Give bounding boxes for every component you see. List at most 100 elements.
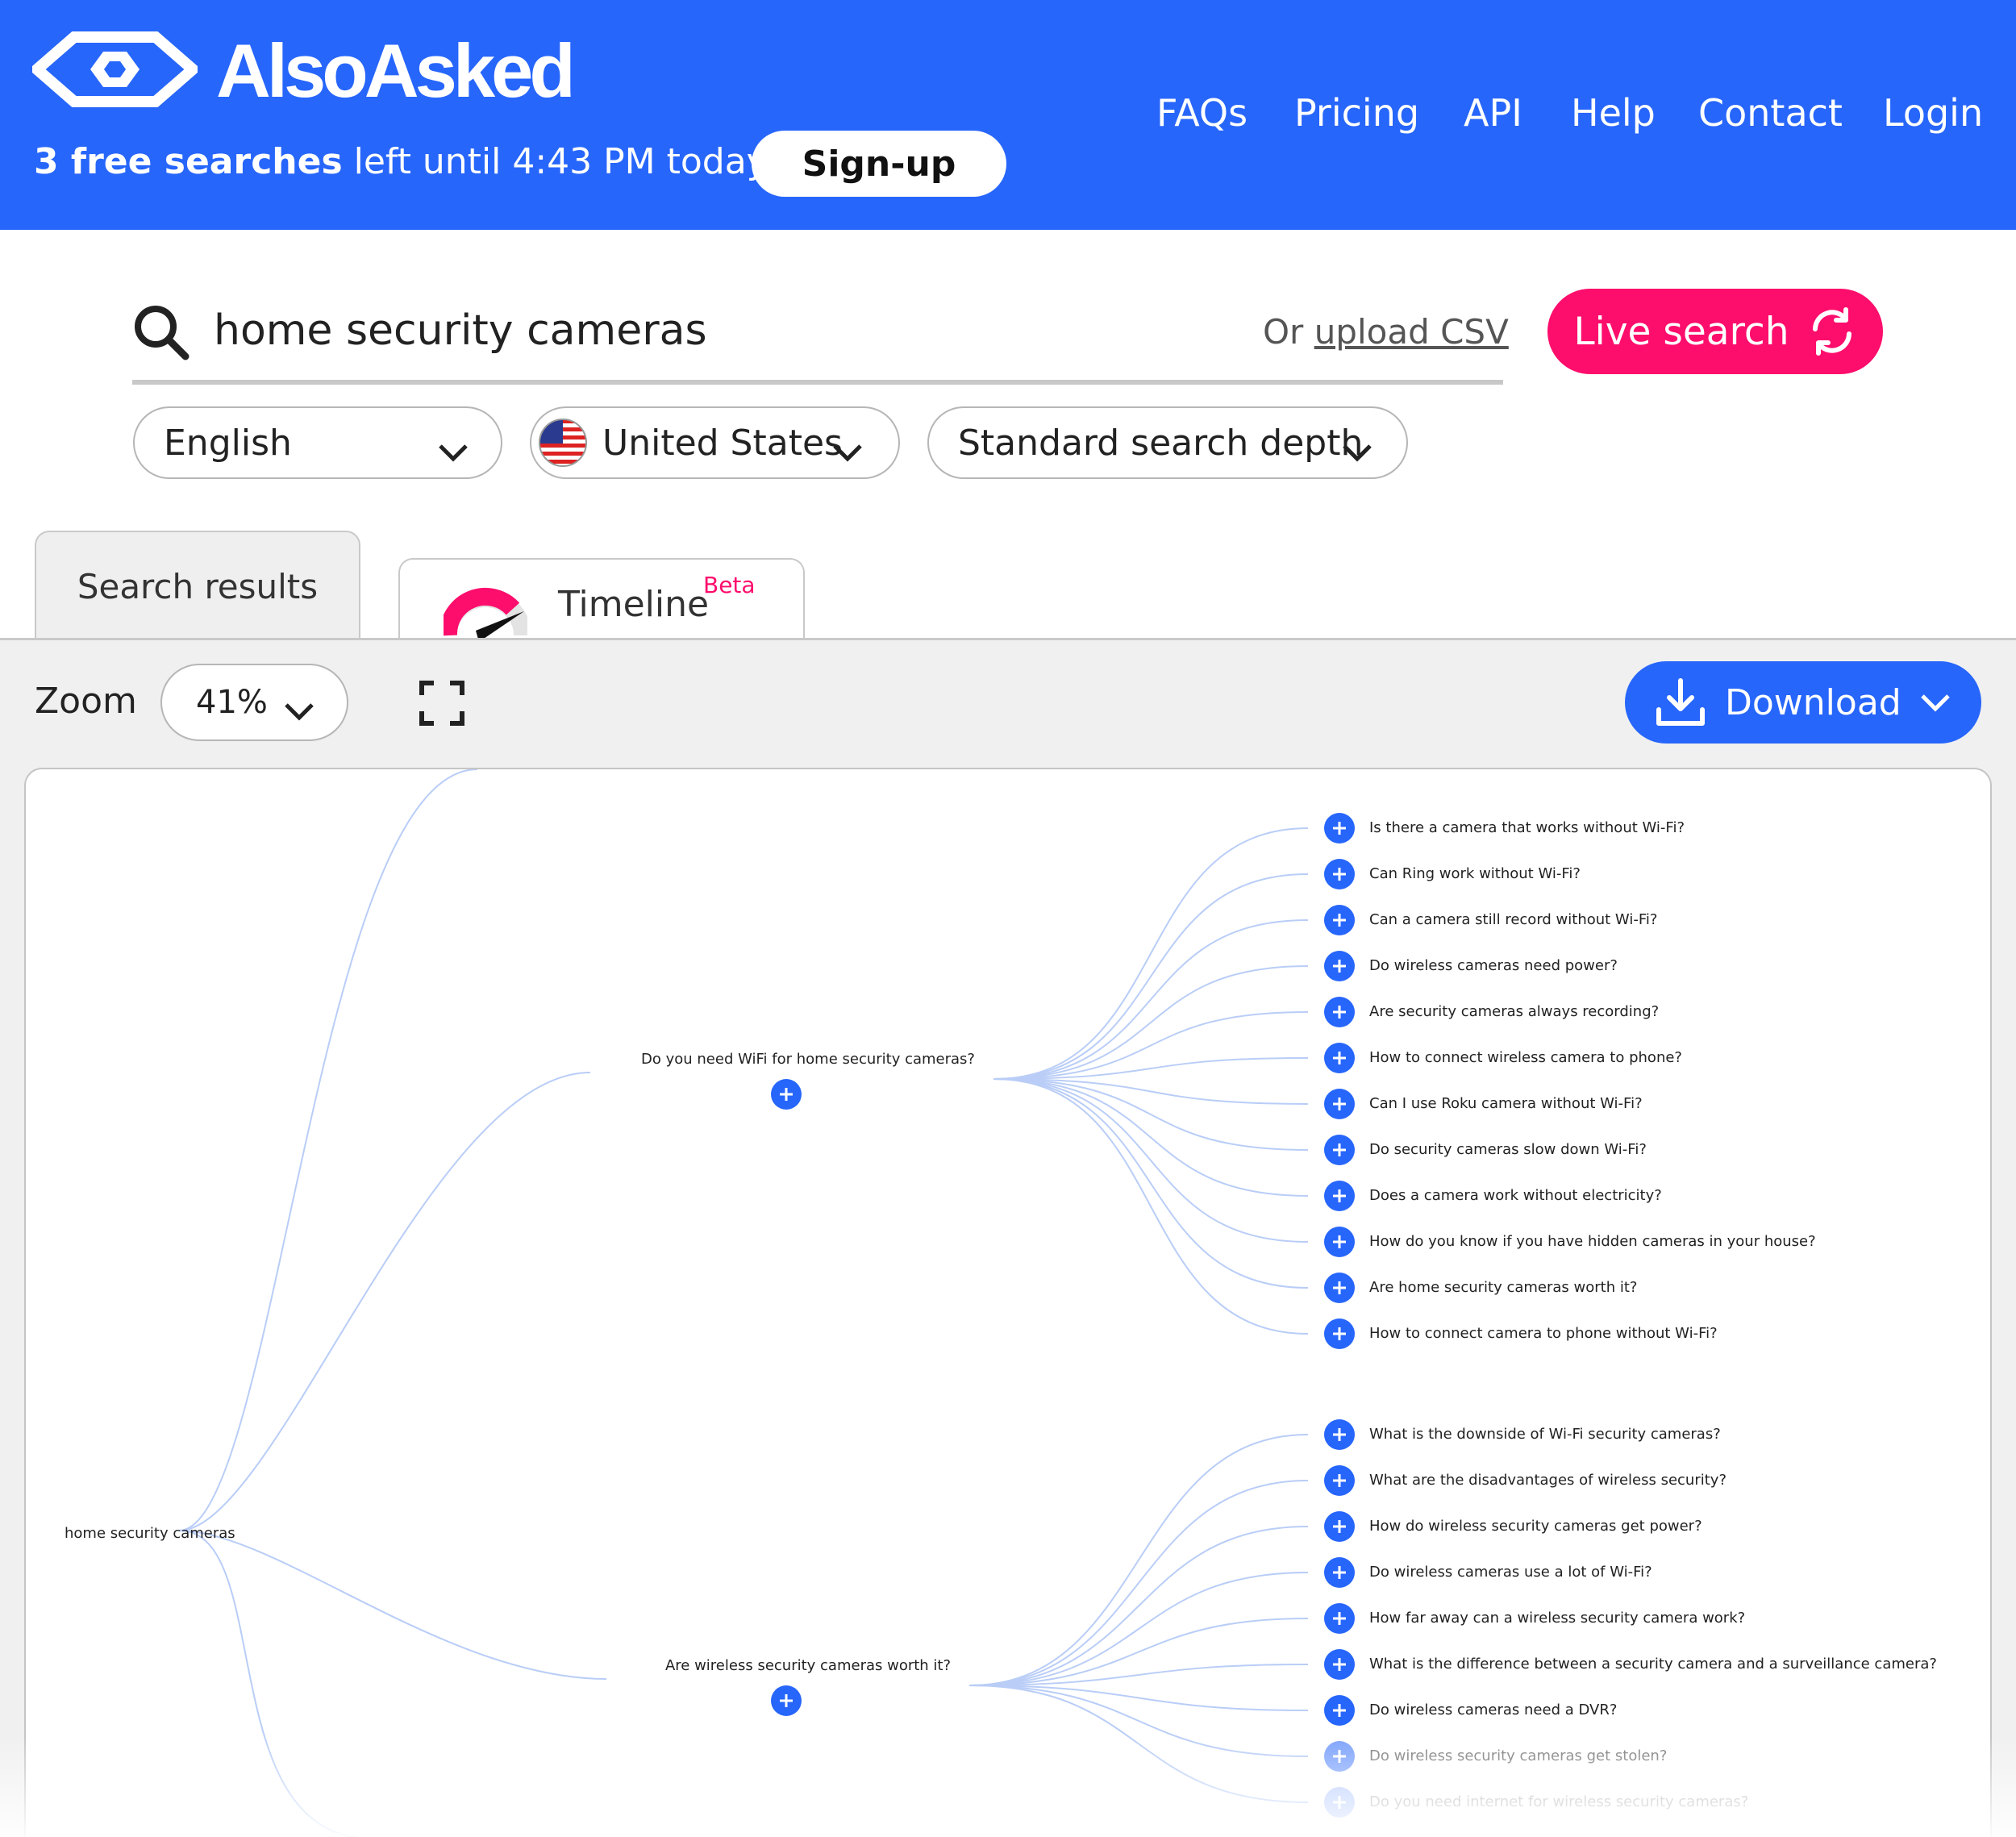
country-select[interactable]: United States xyxy=(530,406,900,479)
child-question-item[interactable]: Can a camera still record without Wi-Fi? xyxy=(1324,905,1657,935)
brand-name[interactable]: AlsoAsked xyxy=(216,28,576,113)
child-question-item[interactable]: Are security cameras always recording? xyxy=(1324,997,1659,1027)
question-map[interactable]: home security cameras Do you need WiFi f… xyxy=(24,768,1992,1837)
child-question-item[interactable]: Does a camera work without electricity? xyxy=(1324,1181,1662,1211)
search-depth-select[interactable]: Standard search depth xyxy=(927,406,1408,479)
plus-icon[interactable] xyxy=(1324,1318,1355,1349)
plus-icon[interactable] xyxy=(1324,1419,1355,1450)
plus-icon[interactable] xyxy=(1324,1741,1355,1772)
child-question-item[interactable]: What are the disadvantages of wireless s… xyxy=(1324,1465,1727,1496)
plus-icon[interactable] xyxy=(771,1685,802,1716)
child-question-label: Do security cameras slow down Wi-Fi? xyxy=(1369,1141,1647,1158)
search-depth-value: Standard search depth xyxy=(958,422,1364,464)
map-link xyxy=(968,1526,1309,1686)
free-searches-deadline: left until 4:43 PM today xyxy=(342,141,768,182)
live-search-button[interactable]: Live search xyxy=(1547,289,1883,374)
plus-icon[interactable] xyxy=(1324,1603,1355,1634)
nav-login[interactable]: Login xyxy=(1883,91,1984,135)
child-question-item[interactable]: Can I use Roku camera without Wi-Fi? xyxy=(1324,1089,1643,1119)
chevron-down-icon xyxy=(1342,431,1372,472)
child-question-item[interactable]: Is there a camera that works without Wi-… xyxy=(1324,813,1685,844)
plus-icon[interactable] xyxy=(1324,997,1355,1027)
map-link xyxy=(968,1434,1309,1686)
plus-icon[interactable] xyxy=(1324,951,1355,981)
logo-icon[interactable] xyxy=(28,31,202,108)
search-icon xyxy=(132,303,190,361)
map-link xyxy=(993,1078,1309,1243)
plus-icon[interactable] xyxy=(1324,1227,1355,1257)
child-question-item[interactable]: Do you need internet for wireless securi… xyxy=(1324,1787,1748,1818)
child-question-item[interactable]: Do wireless cameras use a lot of Wi-Fi? xyxy=(1324,1557,1652,1588)
child-question-label: Do wireless cameras use a lot of Wi-Fi? xyxy=(1369,1564,1652,1581)
fullscreen-icon[interactable] xyxy=(419,681,464,726)
map-link xyxy=(993,1078,1309,1335)
child-question-label: How do wireless security cameras get pow… xyxy=(1369,1518,1702,1535)
child-question-item[interactable]: How to connect camera to phone without W… xyxy=(1324,1318,1718,1349)
child-question-label: What is the difference between a securit… xyxy=(1369,1656,1937,1672)
search-underline xyxy=(132,380,1503,385)
plus-icon[interactable] xyxy=(771,1079,802,1110)
timeline-label: Timeline xyxy=(558,584,710,625)
plus-icon[interactable] xyxy=(1324,905,1355,935)
plus-icon[interactable] xyxy=(1324,813,1355,844)
language-select[interactable]: English xyxy=(133,406,502,479)
map-link xyxy=(993,873,1309,1080)
map-link xyxy=(993,1078,1309,1105)
nav-faqs[interactable]: FAQs xyxy=(1156,91,1248,135)
language-value: English xyxy=(164,422,292,464)
child-question-label: Can Ring work without Wi-Fi? xyxy=(1369,865,1581,882)
plus-icon[interactable] xyxy=(1324,1695,1355,1726)
download-button[interactable]: Download xyxy=(1625,661,1981,744)
child-question-item[interactable]: How to connect wireless camera to phone? xyxy=(1324,1043,1682,1073)
map-link xyxy=(968,1480,1309,1686)
plus-icon[interactable] xyxy=(1324,859,1355,889)
map-links xyxy=(178,769,1309,1837)
child-question-label: What are the disadvantages of wireless s… xyxy=(1369,1472,1727,1489)
plus-icon[interactable] xyxy=(1324,1557,1355,1588)
plus-icon[interactable] xyxy=(1324,1787,1355,1818)
plus-icon[interactable] xyxy=(1324,1089,1355,1119)
child-question-label: Do you need internet for wireless securi… xyxy=(1369,1793,1749,1810)
root-query-node[interactable]: home security cameras xyxy=(65,1525,235,1542)
child-question-item[interactable]: What is the downside of Wi-Fi security c… xyxy=(1324,1419,1721,1450)
plus-icon[interactable] xyxy=(1324,1465,1355,1496)
child-question-item[interactable]: Do security cameras slow down Wi-Fi? xyxy=(1324,1135,1647,1165)
child-question-label: Can a camera still record without Wi-Fi? xyxy=(1369,911,1658,928)
child-question-item[interactable]: Are home security cameras worth it? xyxy=(1324,1273,1637,1303)
nav-help[interactable]: Help xyxy=(1571,91,1656,135)
plus-icon[interactable] xyxy=(1324,1043,1355,1073)
branch-question-wifi[interactable]: Do you need WiFi for home security camer… xyxy=(641,1051,975,1068)
tab-timeline[interactable]: Timeline Beta xyxy=(398,558,805,642)
tab-search-results[interactable]: Search results xyxy=(35,531,360,640)
download-label: Download xyxy=(1725,681,1901,723)
child-question-item[interactable]: Do wireless cameras need power? xyxy=(1324,951,1618,981)
child-question-label: Are security cameras always recording? xyxy=(1369,1003,1660,1020)
nav-contact[interactable]: Contact xyxy=(1698,91,1843,135)
map-link xyxy=(968,1685,1309,1803)
plus-icon[interactable] xyxy=(1324,1273,1355,1303)
child-question-item[interactable]: Do wireless security cameras get stolen? xyxy=(1324,1741,1667,1772)
child-question-label: Can I use Roku camera without Wi-Fi? xyxy=(1369,1095,1643,1112)
gauge-icon xyxy=(439,573,531,649)
child-question-item[interactable]: How do wireless security cameras get pow… xyxy=(1324,1511,1702,1542)
zoom-select[interactable]: 41% xyxy=(160,664,348,741)
child-question-item[interactable]: How do you know if you have hidden camer… xyxy=(1324,1227,1816,1257)
nav-api[interactable]: API xyxy=(1464,91,1522,135)
map-link xyxy=(993,827,1309,1080)
search-input[interactable] xyxy=(214,302,1222,359)
plus-icon[interactable] xyxy=(1324,1135,1355,1165)
plus-icon[interactable] xyxy=(1324,1649,1355,1680)
child-question-item[interactable]: Can Ring work without Wi-Fi? xyxy=(1324,859,1581,889)
plus-icon[interactable] xyxy=(1324,1181,1355,1211)
upload-csv-link[interactable]: upload CSV xyxy=(1314,312,1509,352)
plus-icon[interactable] xyxy=(1324,1511,1355,1542)
child-question-item[interactable]: What is the difference between a securit… xyxy=(1324,1649,1937,1680)
child-question-item[interactable]: Do wireless cameras need a DVR? xyxy=(1324,1695,1617,1726)
signup-button[interactable]: Sign-up xyxy=(752,131,1006,197)
branch-question-wireless[interactable]: Are wireless security cameras worth it? xyxy=(664,1657,952,1674)
or-label: Or xyxy=(1263,312,1314,352)
nav-pricing[interactable]: Pricing xyxy=(1294,91,1420,135)
child-question-item[interactable]: How far away can a wireless security cam… xyxy=(1324,1603,1745,1634)
upload-csv-prompt: Or upload CSV xyxy=(1263,311,1509,353)
child-question-label: What is the downside of Wi-Fi security c… xyxy=(1369,1426,1721,1443)
